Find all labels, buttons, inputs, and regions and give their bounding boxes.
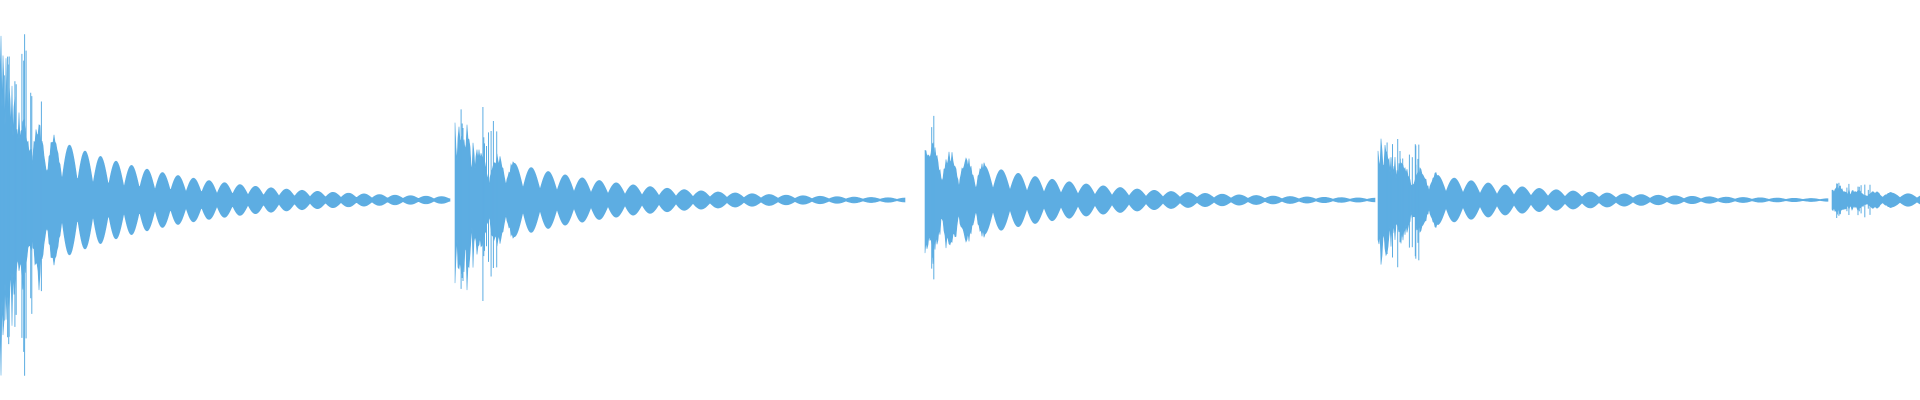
waveform-segment-5 (1831, 182, 1920, 218)
waveform-envelope (454, 122, 906, 291)
waveform-envelope (1831, 185, 1920, 215)
waveform-segment-2 (454, 107, 906, 301)
waveform-segment-1 (0, 34, 451, 376)
waveform-segment-3 (924, 115, 1376, 280)
waveform-envelope (0, 35, 451, 376)
waveform-segments (0, 34, 1920, 376)
waveform-segment-4 (1377, 138, 1829, 268)
waveform-envelope (924, 142, 1376, 264)
waveform-envelope (1377, 138, 1829, 265)
